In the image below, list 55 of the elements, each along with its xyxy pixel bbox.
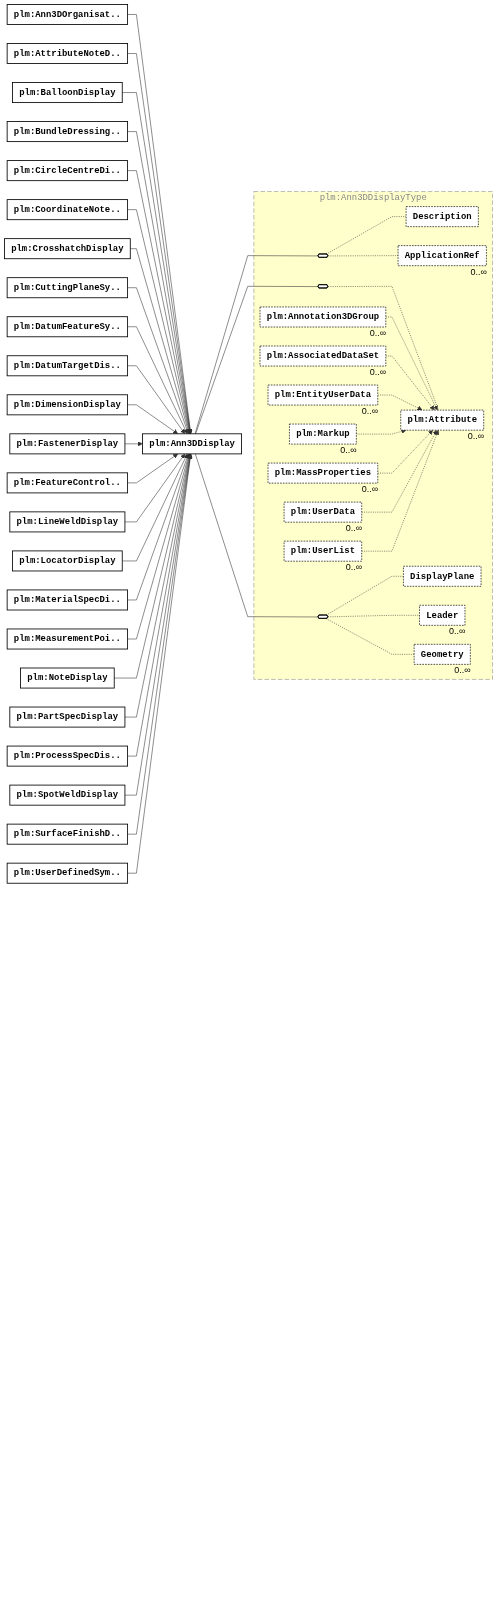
node-box: plm:SpotWeldDisplay xyxy=(9,784,126,806)
node-box: ApplicationRef xyxy=(397,245,487,267)
node-box: plm:BalloonDisplay xyxy=(12,82,123,103)
multiplicity-label: 0..∞ xyxy=(345,523,363,534)
connector xyxy=(325,576,404,616)
node-box: plm:CircleCentreDi.. xyxy=(6,160,128,182)
node-box: plm:DatumTargetDis.. xyxy=(6,355,128,377)
node-box: plm:AssociatedDataSet xyxy=(259,345,387,367)
node-box: Leader xyxy=(419,604,466,626)
node-box: plm:ProcessSpecDis.. xyxy=(6,745,128,767)
connector xyxy=(195,453,319,618)
multiplicity-label: 0..∞ xyxy=(345,562,363,573)
multiplicity-label: 0..∞ xyxy=(361,484,379,495)
node-box: plm:MeasurementPoi.. xyxy=(6,628,128,650)
node-box: plm:MassProperties xyxy=(267,462,379,484)
node-box: plm:MaterialSpecDi.. xyxy=(6,589,128,611)
node-box: plm:CoordinateNote.. xyxy=(6,199,128,221)
connector xyxy=(194,255,319,435)
multiplicity-label: 0..∞ xyxy=(467,431,485,442)
node-box: plm:UserDefinedSym.. xyxy=(6,862,128,884)
connector xyxy=(195,286,319,435)
node-box: plm:SurfaceFinishD.. xyxy=(6,823,128,845)
node-box: plm:AttributeNoteD.. xyxy=(6,43,128,64)
node-box: plm:Annotation3DGroup xyxy=(259,306,387,328)
node-box: plm:NoteDisplay xyxy=(20,667,115,689)
node-box: plm:Attribute xyxy=(400,409,485,431)
connector xyxy=(327,255,399,257)
multiplicity-label: 0..∞ xyxy=(449,626,466,637)
node-box: plm:EntityUserData xyxy=(267,384,379,406)
connector xyxy=(327,615,420,618)
node-box: plm:Ann3DDisplay xyxy=(142,433,242,455)
node-box: plm:FeatureControl.. xyxy=(6,472,128,494)
node-box: plm:DimensionDisplay xyxy=(6,394,128,416)
node-box: plm:DatumFeatureSy.. xyxy=(6,316,128,338)
node-box: plm:PartSpecDisplay xyxy=(9,706,126,728)
connector xyxy=(325,216,407,255)
multiplicity-label: 0..∞ xyxy=(369,328,387,338)
node-box: Geometry xyxy=(413,643,471,665)
node-box: plm:LocatorDisplay xyxy=(12,550,123,572)
multiplicity-label: 0..∞ xyxy=(369,367,387,378)
multiplicity-label: 0..∞ xyxy=(454,665,471,676)
node-box: Description xyxy=(405,206,479,227)
node-box: plm:CuttingPlaneSy.. xyxy=(6,277,128,299)
node-box: plm:BundleDressing.. xyxy=(6,121,128,143)
node-box: plm:Ann3DOrganisat.. xyxy=(6,4,128,25)
node-box: DisplayPlane xyxy=(403,565,482,587)
node-box: plm:UserList xyxy=(283,540,363,562)
node-box: plm:Markup xyxy=(289,423,357,445)
multiplicity-label: 0..∞ xyxy=(340,445,357,456)
node-box: plm:LineWeldDisplay xyxy=(9,511,126,533)
node-box: plm:UserData xyxy=(283,501,363,523)
node-box: plm:FastenerDisplay xyxy=(9,433,126,455)
node-box: plm:CrosshatchDisplay xyxy=(4,238,131,260)
multiplicity-label: 0..∞ xyxy=(361,406,379,417)
multiplicity-label: 0..∞ xyxy=(470,266,487,277)
